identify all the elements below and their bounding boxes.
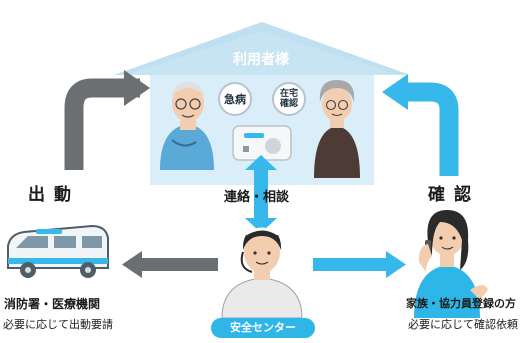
elderly-man-figure: [160, 82, 214, 170]
center-operator-figure: [221, 227, 303, 319]
home-check-bubble: 在宅 確認: [272, 82, 306, 116]
family-subtext: 必要に応じて確認依頼: [408, 318, 518, 331]
house-title: 利用者様: [233, 52, 289, 68]
responders-subtext: 必要に応じて出動要請: [3, 318, 113, 331]
family-name: 家族・協力員登録の方: [406, 297, 516, 310]
arrow-dispatch-curve: [64, 70, 150, 170]
arrow-center-to-responders: [122, 251, 218, 278]
emergency-alarm-device: [232, 125, 292, 161]
dispatch-label: 出動: [28, 185, 80, 205]
responders-name: 消防署・医療機関: [4, 297, 101, 311]
family-woman-figure: [414, 210, 488, 318]
confirm-label: 確認: [428, 185, 480, 205]
safety-center-label: 安全センター: [211, 318, 315, 338]
ambulance-icon: [7, 224, 109, 278]
arrow-center-to-family: [313, 251, 406, 278]
arrow-contact-vertical: [245, 155, 277, 233]
elderly-woman-figure: [314, 80, 360, 178]
arrow-confirm-curve: [382, 74, 459, 176]
emergency-bubble: 急病: [218, 82, 252, 116]
contact-label: 連絡・相談: [224, 190, 290, 205]
